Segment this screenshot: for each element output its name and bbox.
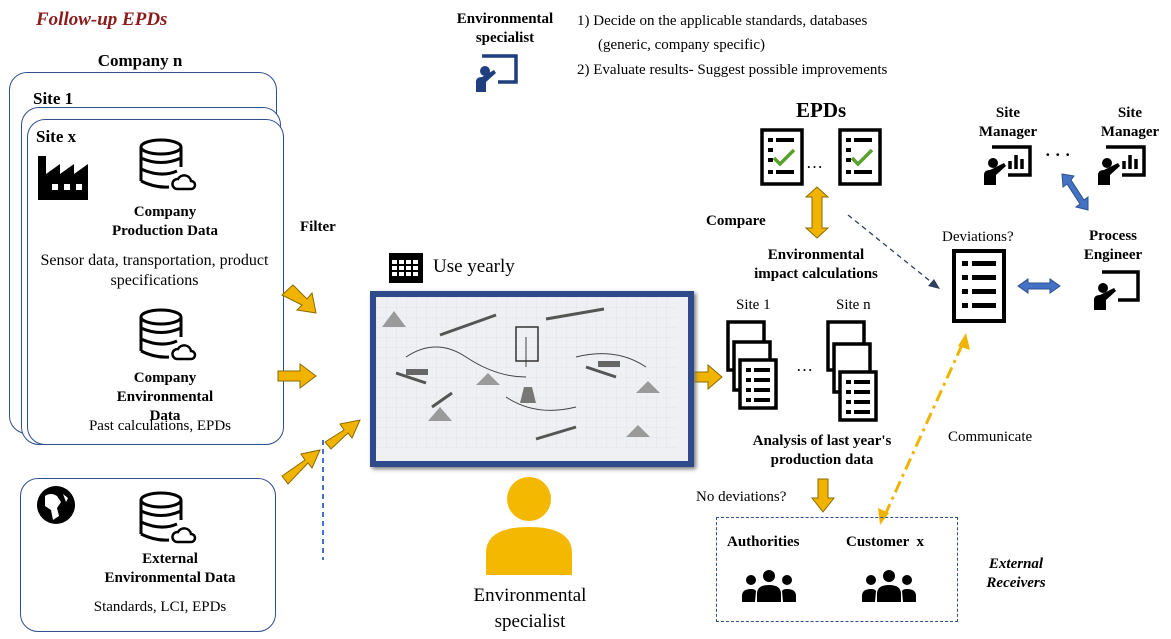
- specialist-bottom-label: Environmental specialist: [473, 585, 587, 632]
- site1-calc-label: Site 1: [736, 297, 771, 313]
- customer-label: Customer x: [846, 534, 925, 550]
- managers-ellipsis: · · ·: [1045, 145, 1071, 164]
- database-icon: [139, 138, 197, 191]
- env-desc: Past calculations, EPDs: [88, 418, 232, 434]
- site1-label: Site 1: [33, 89, 74, 108]
- external-title: External Environmental Data: [104, 551, 236, 586]
- external-receivers-label: External Receivers: [986, 556, 1046, 591]
- compare-label: Compare: [706, 213, 766, 229]
- epds-label: EPDs: [796, 98, 847, 122]
- checklist-icon: [838, 128, 882, 186]
- no-deviations-label: No deviations?: [696, 489, 787, 505]
- person-icon: [486, 477, 572, 575]
- company-label: Company n: [97, 51, 183, 70]
- page-title: Follow-up EPDs: [36, 9, 168, 30]
- production-desc: Sensor data, transportation, product spe…: [40, 252, 269, 289]
- use-yearly-label: Use yearly: [433, 256, 515, 277]
- document-stack-icon: [826, 320, 878, 422]
- globe-icon: [37, 486, 75, 524]
- database-icon: [139, 308, 197, 361]
- site-manager-1-label: Site Manager: [978, 105, 1038, 140]
- communicate-label: Communicate: [948, 429, 1033, 445]
- process-flowsheet: [370, 291, 694, 467]
- checklist-icon: [952, 249, 1006, 323]
- group-icon: [862, 570, 916, 602]
- external-desc: Standards, LCI, EPDs: [93, 599, 227, 615]
- calendar-icon: [389, 253, 423, 283]
- step-1: 1) Decide on the applicable standards, d…: [577, 13, 868, 29]
- epds-ellipsis: …: [806, 153, 823, 172]
- step-1b: (generic, company specific): [598, 37, 765, 53]
- external-receivers-box: [716, 517, 958, 622]
- factory-icon: [38, 156, 88, 200]
- site-manager-2-label: Site Manager: [1100, 105, 1160, 140]
- sitex-label: Site x: [36, 127, 77, 146]
- presenter-chart-icon: [1098, 145, 1146, 185]
- checklist-icon: [760, 128, 804, 186]
- impact-label: Environmental impact calculations: [754, 247, 878, 282]
- siten-calc-label: Site n: [836, 297, 871, 313]
- filter-label: Filter: [300, 219, 336, 235]
- calc-ellipsis: …: [796, 356, 813, 375]
- production-title: Company Production Data: [112, 204, 218, 239]
- group-icon: [742, 570, 796, 602]
- document-stack-icon: [726, 320, 778, 410]
- presenter-icon: [476, 54, 518, 92]
- env-title: Company Environmental Data: [116, 370, 214, 424]
- step-2: 2) Evaluate results- Suggest possible im…: [577, 62, 888, 78]
- presenter-chart-icon: [984, 145, 1032, 185]
- analysis-label: Analysis of last year's production data: [752, 433, 892, 468]
- presenter-icon: [1094, 270, 1140, 310]
- authorities-label: Authorities: [727, 534, 800, 550]
- process-engineer-label: Process Engineer: [1083, 228, 1143, 263]
- database-icon: [139, 491, 197, 544]
- specialist-top-label: Environmental specialist: [456, 11, 554, 46]
- deviations-label: Deviations?: [942, 229, 1014, 245]
